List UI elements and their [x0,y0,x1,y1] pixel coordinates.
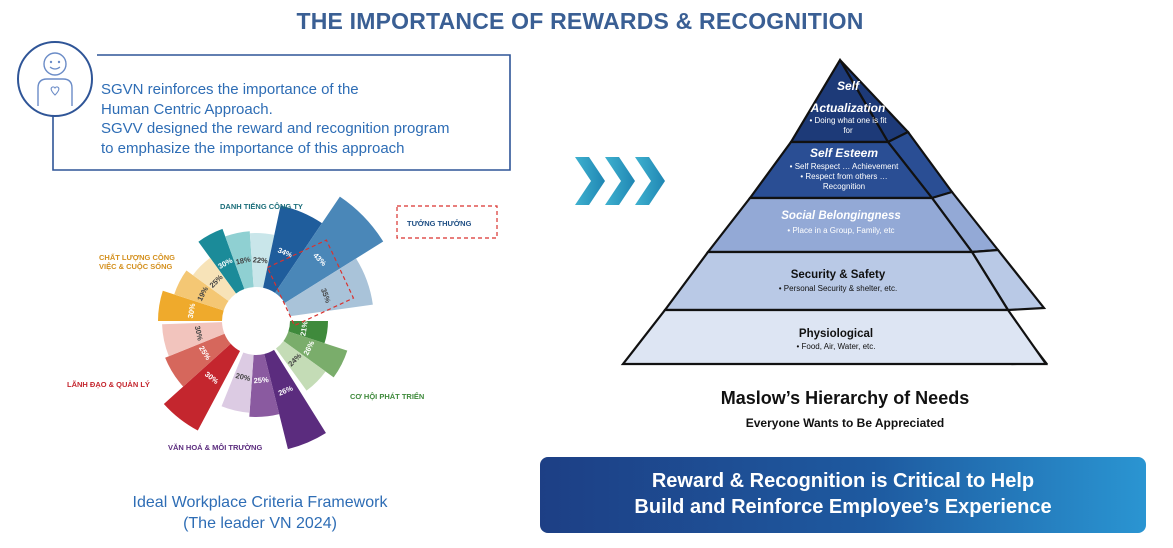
level-2-bullet: Recognition [823,182,865,191]
label-van-hoa: VĂN HOÁ & MÔI TRƯỜNG [168,443,262,452]
banner-line1: Reward & Recognition is Critical to Help [651,470,1035,492]
segment-label: 25% [253,375,269,385]
framework-segment [264,349,326,450]
framework-segment [275,196,384,303]
framework-segment [198,228,245,294]
framework-segment [162,322,225,357]
framework-segment [275,340,326,391]
framework-segment [165,333,231,387]
level-1-bullet: • Doing what one is fit [809,116,887,125]
level-1-title: Self [837,79,860,93]
framework-segment [163,343,241,431]
banner-line2: Build and Reinforce Employee’s Experienc… [634,496,1052,518]
pyramid-level-3 [705,196,975,254]
callout-line: to emphasize the importance of this appr… [101,139,405,157]
level-3-title: Social Belongingness [781,210,901,222]
user-heart-icon [17,41,93,117]
maslow-title: Maslow’s Hierarchy of Needs [720,388,970,408]
framework-segment [263,205,322,293]
label-chat-luong-2: VIỆC & CUỘC SỐNG [99,261,173,271]
level-2-bullet: • Self Respect … Achievement [790,162,899,171]
label-danh-tieng: DANH TIẾNG CÔNG TY [220,201,303,211]
level-4-bullet: • Personal Security & shelter, etc. [779,284,897,293]
segment-label: 30% [186,302,197,319]
page-title: THE IMPORTANCE OF REWARDS & RECOGNITION [296,8,864,34]
level-1-bullet: for [843,126,853,135]
callout-frame [52,54,511,171]
framework-segment [284,258,373,317]
level-4-title: Security & Safety [791,269,886,281]
framework-radial-chart: 30%18%22%34%43%35%21%26%24%26%25%20%30%2… [67,196,498,452]
framework-segment [192,257,237,302]
framework-segment [288,321,328,344]
highlight-box [266,239,355,327]
segment-label: 18% [235,255,252,267]
framework-caption-line2: (The leader VN 2024) [183,515,337,532]
framework-segment [283,331,348,378]
framework-segment [249,353,280,417]
segment-label: 30% [193,325,205,342]
framework-segment [221,352,254,413]
level-2-title: Self Esteem [810,146,878,160]
level-1-title2: Actualization [810,101,886,115]
banner-text: Reward & Recognition is Critical to Help… [540,468,1146,520]
highlight-label-box [396,205,498,239]
framework-segment [158,290,224,321]
label-chat-luong-1: CHẤT LƯỢNG CÔNG [99,252,175,262]
chevron-right-arrows-icon [575,157,665,205]
callout-text: SGVN reinforces the importance of the Hu… [101,80,511,158]
framework-segment [249,233,275,288]
callout-line: SGVN reinforces the importance of the [101,81,359,98]
label-lanh-dao: LÃNH ĐẠO & QUẢN LÝ [67,380,150,389]
pyramid-level-4 [662,250,1010,312]
maslow-subtitle: Everyone Wants to Be Appreciated [745,416,945,430]
pyramid-level-5 [620,308,1049,366]
level-2-bullet: • Respect from others … [800,172,887,181]
segment-label: 22% [252,255,268,265]
label-tuong-thuong: TƯỞNG THƯỞNG [407,219,472,228]
chart-center-hole [223,288,289,354]
framework-segment [225,231,254,290]
level-5-bullet: • Food, Air, Water, etc. [797,342,876,351]
maslow-pyramid: Self Actualization • Doing what one is f… [620,58,1049,366]
segment-label: 21% [298,320,309,337]
framework-segment [174,270,229,311]
conclusion-banner [540,457,1146,533]
framework-caption: Ideal Workplace Criteria Framework (The … [110,492,410,534]
framework-segments: 30%18%22%34%43%35%21%26%24%26%25%20%30%2… [158,196,384,450]
level-3-bullet: • Place in a Group, Family, etc [787,226,894,235]
framework-caption-line1: Ideal Workplace Criteria Framework [132,494,388,511]
segment-label: 20% [235,371,252,383]
callout-line: SGVV designed the reward and recognition… [101,120,450,137]
level-5-title: Physiological [799,328,873,340]
callout-line: Human Centric Approach. [101,100,273,118]
label-co-hoi: CƠ HỘI PHÁT TRIỂN [350,392,424,401]
